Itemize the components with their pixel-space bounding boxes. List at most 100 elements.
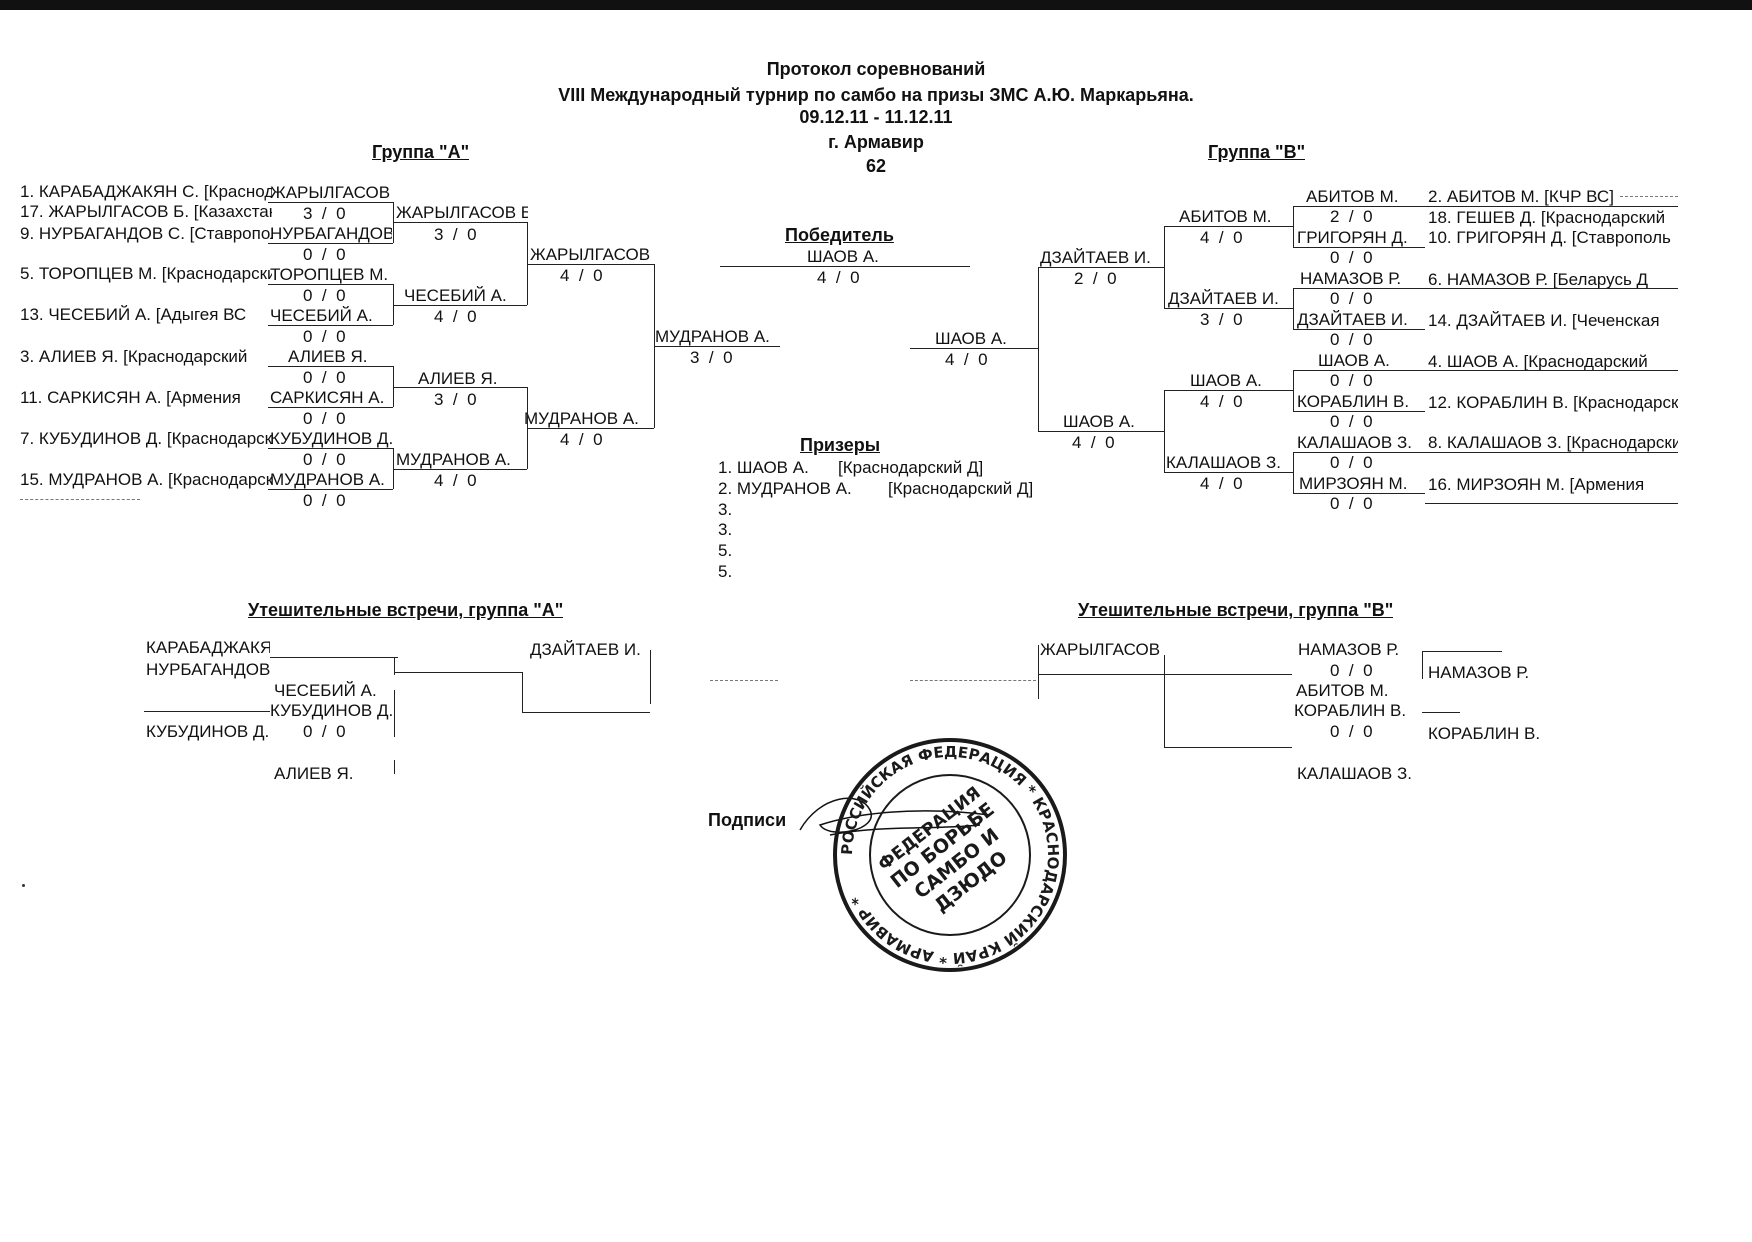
winner-name: ШАОВ А. xyxy=(807,247,879,266)
entrant-a-5: 13. ЧЕСЕБИЙ А. [Адыгея ВС xyxy=(20,305,247,324)
medalist-2-name: 2. МУДРАНОВ А. xyxy=(718,479,852,498)
cons-a-mid-1: ЧЕСЕБИЙ А. xyxy=(274,681,377,700)
entrant-b-9: 16. МИРЗОЯН М. [Армения xyxy=(1428,475,1645,494)
cons-a-left-1: КАРАБАДЖАКЯН С. xyxy=(146,638,270,657)
b-final-score: 4 / 0 xyxy=(945,350,988,369)
a-r1-score-1: 3 / 0 xyxy=(303,204,346,223)
a-r1-name-2: НУРБАГАНДОВ С. xyxy=(270,224,392,243)
b-r3-score-2: 4 / 0 xyxy=(1072,433,1115,452)
a-r1-name-6: САРКИСЯН А. xyxy=(270,388,385,407)
a-r1-name-4: ЧЕСЕБИЙ А. xyxy=(270,306,373,325)
a-r1-score-3: 0 / 0 xyxy=(303,286,346,305)
a-r1-name-5: АЛИЕВ Я. xyxy=(288,347,368,366)
b-r1-score-7: 0 / 0 xyxy=(1330,453,1373,472)
cons-b-right-1: НАМАЗОВ Р. xyxy=(1428,663,1530,682)
b-r3-name-2: ШАОВ А. xyxy=(1063,412,1135,431)
a-r1-score-8: 0 / 0 xyxy=(303,491,346,510)
consolation-a-title: Утешительные встречи, группа "А" xyxy=(248,600,564,620)
tournament-city: г. Армавир xyxy=(828,132,924,152)
entrant-a-9: 15. МУДРАНОВ А. [Краснодарский xyxy=(20,470,272,489)
b-r1-name-3: НАМАЗОВ Р. xyxy=(1300,269,1402,288)
a-r3-score-1: 4 / 0 xyxy=(560,266,603,285)
b-r2-score-2: 3 / 0 xyxy=(1200,310,1243,329)
b-r1-name-7: КАЛАШАОВ З. xyxy=(1297,433,1412,452)
b-r1-name-6: КОРАБЛИН В. xyxy=(1297,392,1410,411)
b-r1-name-5: ШАОВ А. xyxy=(1318,351,1390,370)
entrant-b-8: 8. КАЛАШАОВ З. [Краснодарский xyxy=(1428,433,1678,452)
winner-title: Победитель xyxy=(785,225,894,245)
entrant-b-6: 4. ШАОВ А. [Краснодарский xyxy=(1428,352,1648,371)
cons-a-left-3: КУБУДИНОВ Д. xyxy=(146,722,270,741)
a-r2-score-3: 3 / 0 xyxy=(434,390,477,409)
b-r2-score-4: 4 / 0 xyxy=(1200,474,1243,493)
a-r1-score-5: 0 / 0 xyxy=(303,368,346,387)
entrant-a-6: 3. АЛИЕВ Я. [Краснодарский xyxy=(20,347,248,366)
a-r3-score-2: 4 / 0 xyxy=(560,430,603,449)
tournament-dates: 09.12.11 - 11.12.11 xyxy=(799,107,953,127)
entrant-a-1: 1. КАРАБАДЖАКЯН С. [Краснодарский xyxy=(20,182,272,201)
a-r1-name-3: ТОРОПЦЕВ М. xyxy=(270,265,389,284)
signatures-label: Подписи xyxy=(708,810,787,830)
b-r1-score-2: 0 / 0 xyxy=(1330,248,1373,267)
cons-a-mid-2: КУБУДИНОВ Д. xyxy=(270,701,394,720)
entrant-a-8: 7. КУБУДИНОВ Д. [Краснодарский xyxy=(20,429,272,448)
a-r2-score-1: 3 / 0 xyxy=(434,225,477,244)
cons-b-mid-3-score: 0 / 0 xyxy=(1330,722,1373,741)
medalist-1-region: [Краснодарский Д] xyxy=(838,458,984,477)
entrant-b-3: 10. ГРИГОРЯН Д. [Ставрополь xyxy=(1428,228,1671,247)
official-seal: РОССИЙСКАЯ ФЕДЕРАЦИЯ * КРАСНОДАРСКИЙ КРА… xyxy=(833,738,1067,972)
a-final-name: МУДРАНОВ А. xyxy=(655,327,770,346)
medalist-5b: 5. xyxy=(718,562,733,581)
consolation-b-title: Утешительные встречи, группа "В" xyxy=(1078,600,1394,620)
cons-a-right: ДЗАЙТАЕВ И. xyxy=(530,640,641,659)
a-r2-name-1: ЖАРЫЛГАСОВ Б. xyxy=(396,203,528,222)
scan-speck xyxy=(22,884,25,887)
group-a-title: Группа "А" xyxy=(372,142,470,162)
medalist-3b: 3. xyxy=(718,520,733,539)
winner-score: 4 / 0 xyxy=(817,268,860,287)
b-r1-score-4: 0 / 0 xyxy=(1330,330,1373,349)
entrant-b-5: 14. ДЗАЙТАЕВ И. [Чеченская xyxy=(1428,311,1660,330)
a-r1-score-2: 0 / 0 xyxy=(303,245,346,264)
b-r2-name-3: ШАОВ А. xyxy=(1190,371,1262,390)
entrant-a-2: 17. ЖАРЫЛГАСОВ Б. [Казахстан xyxy=(20,202,272,221)
a-r3-name-1: ЖАРЫЛГАСОВ Б. xyxy=(530,245,654,264)
weight-category: 62 xyxy=(865,156,887,176)
cons-b-left: ЖАРЫЛГАСОВ Б. xyxy=(1040,640,1164,659)
cons-b-mid-3: КОРАБЛИН В. xyxy=(1294,701,1407,720)
a-r1-name-1: ЖАРЫЛГАСОВ Б. xyxy=(270,183,392,202)
a-r2-name-2: ЧЕСЕБИЙ А. xyxy=(404,286,507,305)
b-r1-name-1: АБИТОВ М. xyxy=(1306,187,1399,206)
b-r1-name-8: МИРЗОЯН М. xyxy=(1299,474,1408,493)
a-r3-name-2: МУДРАНОВ А. xyxy=(524,409,639,428)
cons-b-bottom: КАЛАШАОВ З. xyxy=(1297,764,1412,783)
b-r1-score-8: 0 / 0 xyxy=(1330,494,1373,513)
b-final-name: ШАОВ А. xyxy=(935,329,1007,348)
protocol-title: Протокол соревнований xyxy=(766,59,986,79)
cons-a-left-2: НУРБАГАНДОВ С. xyxy=(146,660,270,679)
a-final-score: 3 / 0 xyxy=(690,348,733,367)
a-r1-name-8: МУДРАНОВ А. xyxy=(270,470,385,489)
b-r3-score-1: 2 / 0 xyxy=(1074,269,1117,288)
cons-a-bottom: АЛИЕВ Я. xyxy=(274,764,354,783)
medalist-3a: 3. xyxy=(718,500,733,519)
entrant-a-7: 11. САРКИСЯН А. [Армения xyxy=(20,388,241,407)
a-r1-score-4: 0 / 0 xyxy=(303,327,346,346)
group-b-title: Группа "В" xyxy=(1208,142,1306,162)
b-r2-name-1: АБИТОВ М. xyxy=(1179,207,1272,226)
cons-b-mid-1-score: 0 / 0 xyxy=(1330,661,1373,680)
entrant-b-1: 2. АБИТОВ М. [КЧР ВС] xyxy=(1428,187,1614,206)
b-r2-name-2: ДЗАЙТАЕВ И. xyxy=(1168,289,1279,308)
b-r2-name-4: КАЛАШАОВ З. xyxy=(1166,453,1281,472)
b-r2-score-3: 4 / 0 xyxy=(1200,392,1243,411)
cons-b-mid-1: НАМАЗОВ Р. xyxy=(1298,640,1400,659)
a-r2-name-3: АЛИЕВ Я. xyxy=(418,369,498,388)
entrant-b-extra-line xyxy=(1620,196,1678,197)
a-r1-name-7: КУБУДИНОВ Д. xyxy=(270,429,392,448)
b-r1-score-1: 2 / 0 xyxy=(1330,207,1373,226)
signature-scribble xyxy=(799,797,991,836)
entrant-b-4: 6. НАМАЗОВ Р. [Беларусь Д xyxy=(1428,270,1649,289)
a-r2-score-4: 4 / 0 xyxy=(434,471,477,490)
b-r3-name-1: ДЗАЙТАЕВ И. xyxy=(1040,248,1151,267)
entrant-b-2: 18. ГЕШЕВ Д. [Краснодарский xyxy=(1428,208,1666,227)
